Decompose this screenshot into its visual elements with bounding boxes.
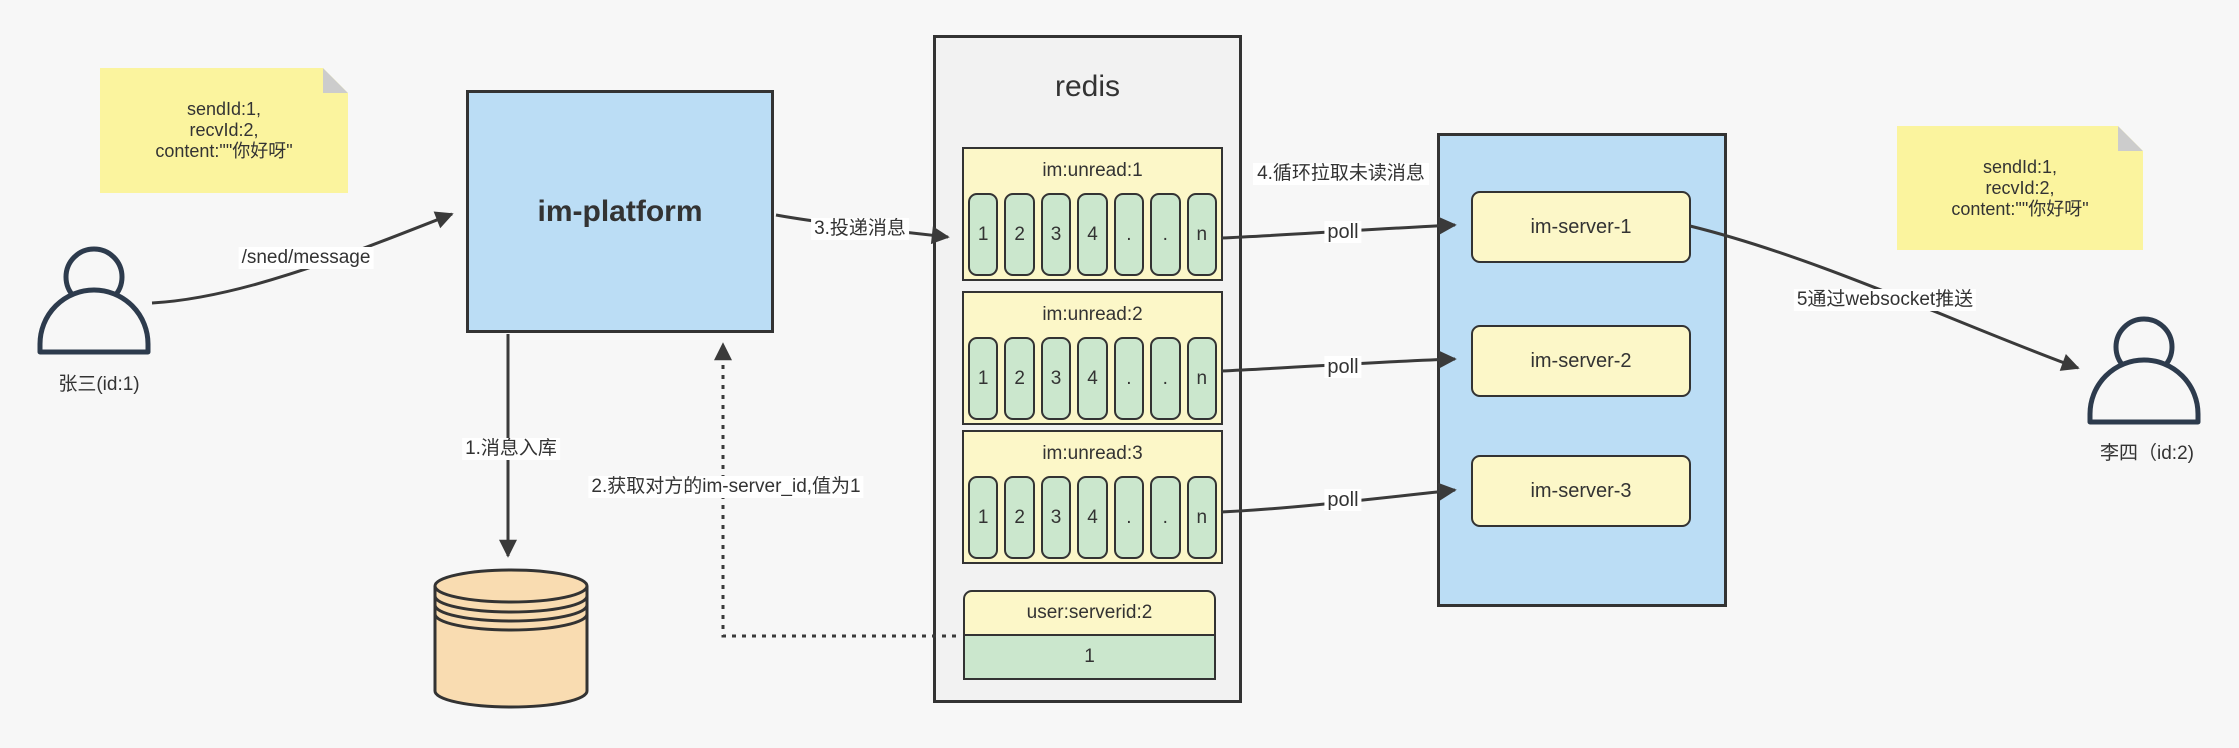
queue-cell: . xyxy=(1150,476,1181,559)
note-fold-corner xyxy=(2118,126,2143,151)
queue-header: im:unread:2 xyxy=(1042,304,1143,325)
sender-user-icon xyxy=(37,246,151,355)
note-line: recvId:2, xyxy=(1985,177,2055,198)
queue-cell: . xyxy=(1150,337,1181,420)
note-sender-payload: sendId:1, recvId:2, content:""你好呀" xyxy=(100,68,348,193)
edge-label-poll-3: poll xyxy=(1324,489,1362,511)
im-server-3-node: im-server-3 xyxy=(1471,455,1691,527)
edge-label-send: /sned/message xyxy=(238,247,374,269)
note-receiver-payload: sendId:1, recvId:2, content:""你好呀" xyxy=(1897,126,2143,250)
mysql-label: mysql xyxy=(484,652,538,674)
note-line: sendId:1, xyxy=(1982,156,2058,177)
queue-header: im:unread:3 xyxy=(1042,443,1143,464)
queue-cell: 3 xyxy=(1040,476,1072,559)
edge-label-poll-2: poll xyxy=(1324,356,1362,378)
im-server-cluster: im-server-1 im-server-2 im-server-3 xyxy=(1437,133,1727,607)
queue-cell: 1 xyxy=(968,476,999,559)
note-fold-corner xyxy=(323,68,348,93)
im-server-1-node: im-server-1 xyxy=(1471,191,1691,263)
edge-label-step5: 5通过websocket推送 xyxy=(1793,289,1977,311)
edge-label-step3: 3.投递消息 xyxy=(811,218,909,240)
queue-cell: 4 xyxy=(1077,337,1108,420)
redis-container: redis im:unread:1 1 2 3 4 . . n im:unrea… xyxy=(933,35,1242,703)
queue-cell: n xyxy=(1186,193,1217,276)
im-platform-label: im-platform xyxy=(537,194,703,228)
edge-label-step4: 4.循环拉取未读消息 xyxy=(1253,163,1429,185)
queue-cell: 3 xyxy=(1040,193,1072,276)
queue-cell: 1 xyxy=(968,337,999,420)
sender-label: 张三(id:1) xyxy=(58,374,140,395)
queue-cell: 3 xyxy=(1040,337,1072,420)
edge-label-step1: 1.消息入库 xyxy=(462,438,560,460)
queue-cell: . xyxy=(1113,193,1145,276)
receiver-label: 李四（id:2) xyxy=(2100,443,2194,464)
kv-value: 1 xyxy=(963,633,1216,680)
edge-label-step2: 2.获取对方的im-server_id,值为1 xyxy=(588,476,864,498)
queue-im-unread-3: im:unread:3 1 2 3 4 . . n xyxy=(962,430,1223,564)
queue-im-unread-2: im:unread:2 1 2 3 4 . . n xyxy=(962,291,1223,425)
im-server-2-node: im-server-2 xyxy=(1471,325,1691,397)
redis-title: redis xyxy=(1054,70,1121,103)
queue-cell: n xyxy=(1186,476,1217,559)
queue-cell: n xyxy=(1186,337,1217,420)
queue-im-unread-1: im:unread:1 1 2 3 4 . . n xyxy=(962,147,1223,281)
queue-cell: 4 xyxy=(1077,193,1108,276)
queue-cells: 1 2 3 4 . . n xyxy=(964,476,1221,562)
queue-cells: 1 2 3 4 . . n xyxy=(964,337,1221,423)
queue-cell: 4 xyxy=(1077,476,1108,559)
edge-label-poll-1: poll xyxy=(1324,221,1362,243)
kv-header: user:serverid:2 xyxy=(963,590,1216,636)
queue-cell: 2 xyxy=(1004,193,1035,276)
queue-cell: 2 xyxy=(1004,337,1035,420)
queue-header: im:unread:1 xyxy=(1042,160,1143,181)
queue-cells: 1 2 3 4 . . n xyxy=(964,193,1221,279)
note-line: sendId:1, xyxy=(186,99,262,119)
note-line: content:""你好呀" xyxy=(1951,198,2089,219)
queue-cell: . xyxy=(1150,193,1181,276)
note-line: recvId:2, xyxy=(189,120,259,140)
queue-cell: 1 xyxy=(968,193,999,276)
queue-cell: . xyxy=(1113,476,1145,559)
queue-cell: 2 xyxy=(1004,476,1035,559)
queue-cell: . xyxy=(1113,337,1145,420)
receiver-user-icon xyxy=(2087,316,2201,425)
kv-user-serverid: user:serverid:2 1 xyxy=(963,590,1216,680)
mysql-database-icon xyxy=(433,568,589,709)
note-line: content:""你好呀" xyxy=(155,141,293,161)
im-platform-node: im-platform xyxy=(466,90,774,333)
